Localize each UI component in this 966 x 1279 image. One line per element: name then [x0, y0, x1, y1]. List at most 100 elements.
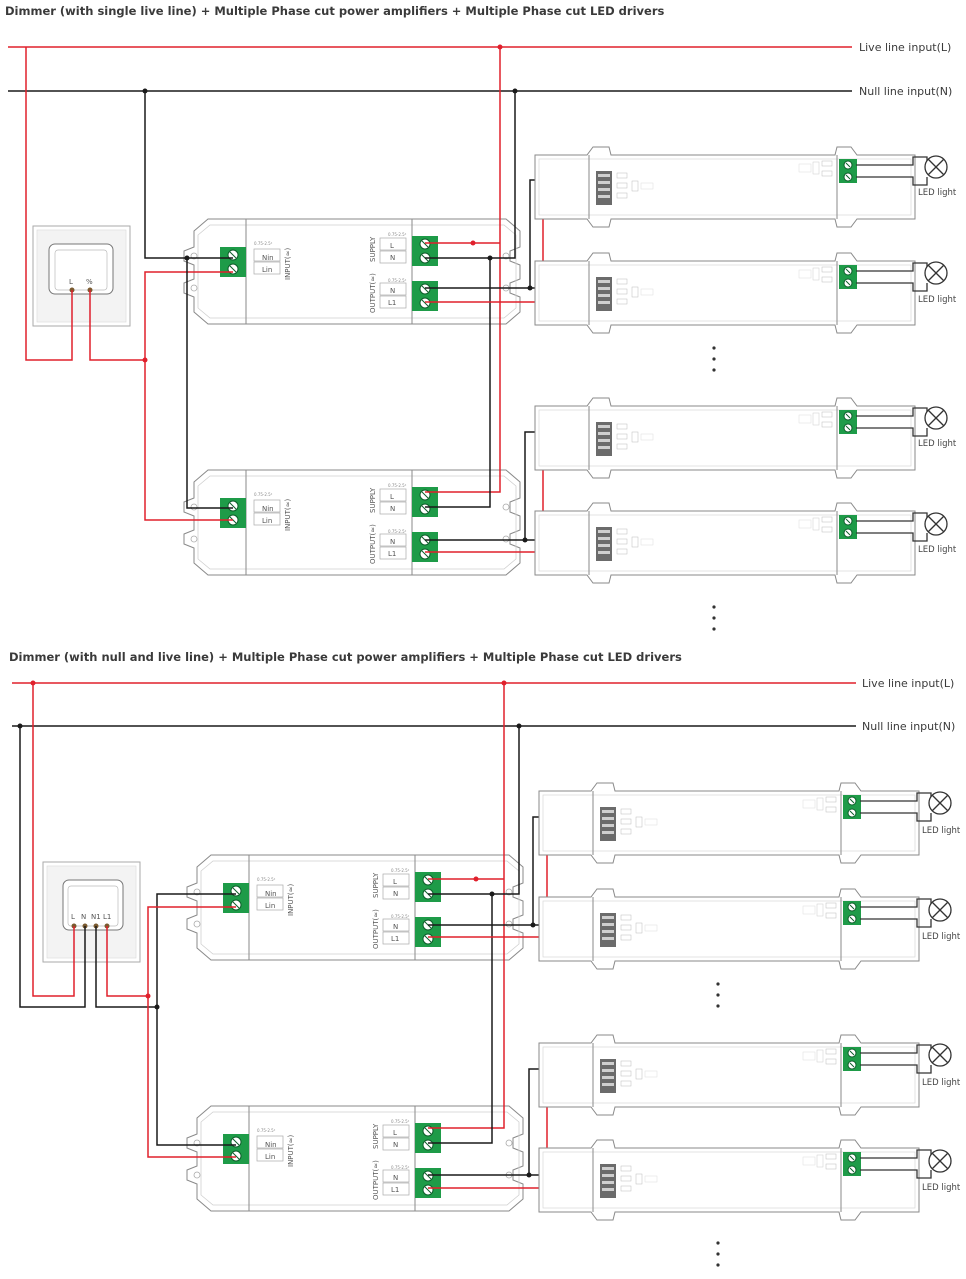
led-light-7-label: LED light — [922, 1078, 961, 1088]
dimmer2-terminal-l: L — [71, 913, 75, 921]
wire-null-amp1 — [144, 91, 233, 259]
dimmer-terminal-l: L — [69, 278, 73, 286]
led-light-8 — [928, 1149, 952, 1173]
diagram-1-title: Dimmer (with single live line) + Multipl… — [5, 4, 664, 18]
led-light-5-label: LED light — [922, 826, 961, 836]
amp2-wire-spec-output: 0.75-2.5² — [388, 529, 407, 534]
amp4-supply-n: N — [393, 1141, 398, 1149]
amplifier-4-labels: Nin Lin 0.75-2.5² INPUT(≈) L N SUPPLY 0.… — [257, 1119, 410, 1200]
amp2-input-label: INPUT(≈) — [284, 498, 292, 531]
wire-dim-amp1 — [144, 271, 233, 360]
led-light-3 — [924, 406, 948, 430]
amp4-output-l1: L1 — [391, 1186, 399, 1194]
diagram-2: Dimmer (with null and live line) + Multi… — [9, 650, 961, 1267]
wire-live-supply — [425, 47, 501, 493]
amp2-wire-spec-in: 0.75-2.5² — [254, 492, 273, 497]
led-driver-4 — [534, 502, 916, 584]
continuation-dots-2 — [716, 982, 720, 1267]
led-light-7 — [928, 1043, 952, 1067]
amp4-input-nin: Nin — [265, 1141, 277, 1149]
amp3-wire-spec-in: 0.75-2.5² — [257, 877, 276, 882]
amp4-wire-spec-output: 0.75-2.5² — [391, 1165, 410, 1170]
amplifier-3-labels: Nin Lin 0.75-2.5² INPUT(≈) L N SUPPLY 0.… — [257, 868, 410, 949]
amp4-output-n: N — [393, 1174, 398, 1182]
null-line-label: Null line input(N) — [859, 85, 952, 98]
amp4-supply-label: SUPPLY — [372, 1123, 380, 1149]
led-light-2 — [924, 261, 948, 285]
amp2-supply-l: L — [390, 493, 394, 501]
led-light-4 — [924, 512, 948, 536]
amp4-wire-spec-in: 0.75-2.5² — [257, 1128, 276, 1133]
led-driver-3 — [534, 397, 916, 479]
amplifier-2-labels: Nin Lin 0.75-2.5² INPUT(≈) L N SUPPLY 0.… — [254, 483, 407, 564]
amp2-supply-n: N — [390, 505, 395, 513]
amp1-output-l1: L1 — [388, 299, 396, 307]
dimmer: L % — [32, 225, 131, 327]
amp1-wire-spec-supply: 0.75-2.5² — [388, 232, 407, 237]
led-light-3-label: LED light — [918, 439, 957, 449]
led-light-1-label: LED light — [918, 188, 957, 198]
amplifier-1 — [183, 218, 521, 325]
amp1-input-lin: Lin — [262, 266, 272, 274]
live-line-label-2: Live line input(L) — [862, 677, 954, 690]
amp2-output-label: OUTPUT(≈) — [369, 524, 377, 564]
amplifier-2 — [183, 469, 521, 576]
continuation-dots-1 — [712, 346, 716, 631]
amplifier-3 — [186, 854, 524, 961]
amp1-supply-label: SUPPLY — [369, 236, 377, 262]
amp4-input-lin: Lin — [265, 1153, 275, 1161]
amp3-supply-label: SUPPLY — [372, 872, 380, 898]
led-light-4-label: LED light — [918, 545, 957, 555]
amp1-wire-spec-in: 0.75-2.5² — [254, 241, 273, 246]
wire-null-amp2 — [186, 258, 233, 509]
led-driver-6 — [538, 888, 920, 970]
amp1-input-label: INPUT(≈) — [284, 247, 292, 280]
live-line-label: Live line input(L) — [859, 41, 951, 54]
wire-live-dimmer — [25, 47, 73, 361]
amp1-output-n: N — [390, 287, 395, 295]
amp2-output-n: N — [390, 538, 395, 546]
amp3-wire-spec-output: 0.75-2.5² — [391, 914, 410, 919]
wire-null-supply — [425, 91, 516, 259]
led-driver-8 — [538, 1139, 920, 1221]
diagram-2-title: Dimmer (with null and live line) + Multi… — [9, 650, 682, 664]
led-driver-7 — [538, 1034, 920, 1116]
amp3-supply-l: L — [393, 878, 397, 886]
amp3-output-l1: L1 — [391, 935, 399, 943]
amp3-input-label: INPUT(≈) — [287, 883, 295, 916]
amp1-supply-n: N — [390, 254, 395, 262]
amp1-wire-spec-output: 0.75-2.5² — [388, 278, 407, 283]
amp3-wire-spec-supply: 0.75-2.5² — [391, 868, 410, 873]
led-driver-2 — [534, 252, 916, 334]
wire-dimmer-out — [89, 290, 145, 361]
amp1-input-nin: Nin — [262, 254, 274, 262]
null-line-label-2: Null line input(N) — [862, 720, 955, 733]
led-light-5 — [928, 791, 952, 815]
amp3-input-lin: Lin — [265, 902, 275, 910]
amp2-input-lin: Lin — [262, 517, 272, 525]
amp2-output-l1: L1 — [388, 550, 396, 558]
dimmer2-terminal-n: N — [81, 913, 86, 921]
led-light-8-label: LED light — [922, 1183, 961, 1193]
led-light-group-1: LED light LED light LED light LED light — [856, 155, 957, 555]
amplifier-4 — [186, 1105, 524, 1212]
amp3-output-n: N — [393, 923, 398, 931]
wire-dim-amp2 — [144, 360, 233, 521]
amp2-wire-spec-supply: 0.75-2.5² — [388, 483, 407, 488]
led-driver-1 — [534, 146, 916, 228]
amp3-output-label: OUTPUT(≈) — [372, 909, 380, 949]
amp1-supply-l: L — [390, 242, 394, 250]
amp4-input-label: INPUT(≈) — [287, 1134, 295, 1167]
wire-null-dimmer-2 — [19, 726, 86, 1008]
amp4-wire-spec-supply: 0.75-2.5² — [391, 1119, 410, 1124]
amp4-output-label: OUTPUT(≈) — [372, 1160, 380, 1200]
dimmer2-terminal-l1: L1 — [103, 913, 111, 921]
diagram-1: Dimmer (with single live line) + Multipl… — [5, 4, 957, 631]
amp1-output-label: OUTPUT(≈) — [369, 273, 377, 313]
amp4-supply-l: L — [393, 1129, 397, 1137]
led-light-2-label: LED light — [918, 295, 957, 305]
led-light-6-label: LED light — [922, 932, 961, 942]
amp3-input-nin: Nin — [265, 890, 277, 898]
amp2-input-nin: Nin — [262, 505, 274, 513]
